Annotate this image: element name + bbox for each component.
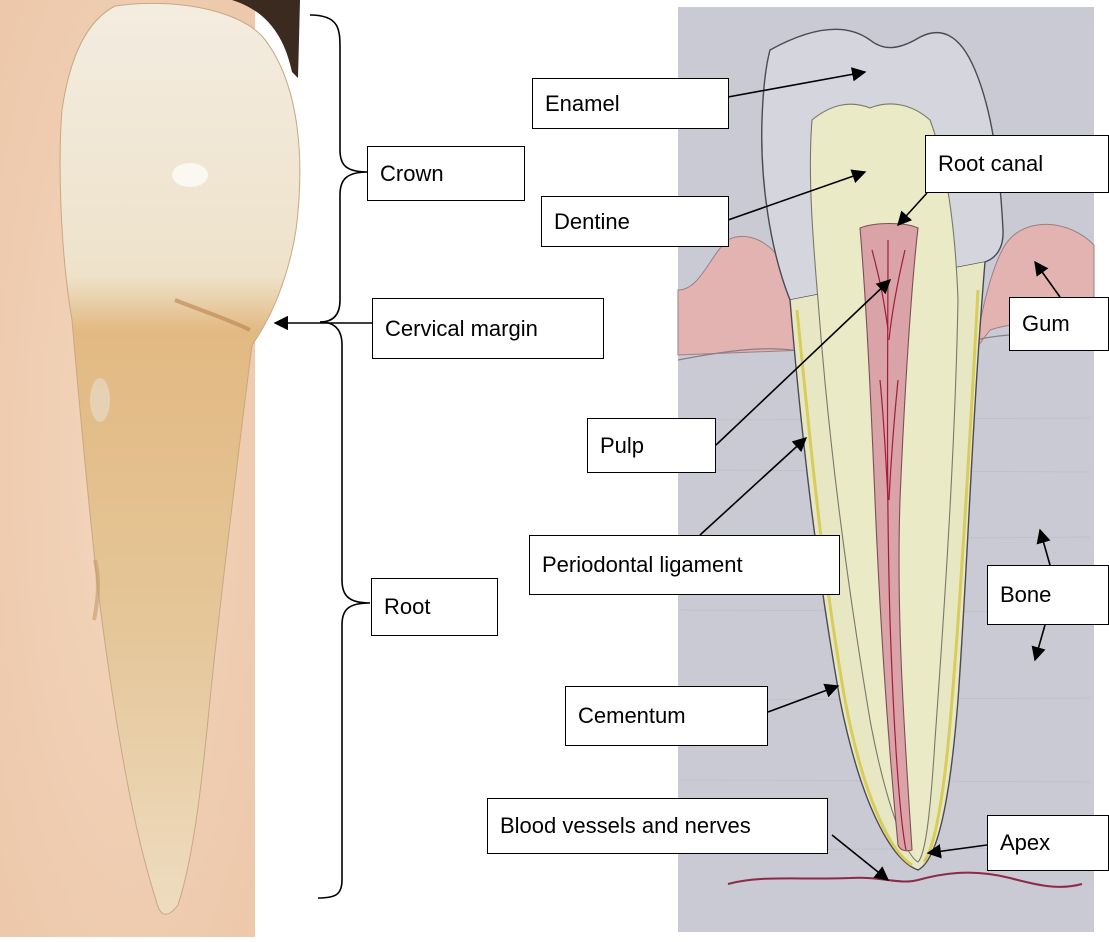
- label-bone: Bone: [987, 565, 1109, 625]
- label-dentine: Dentine: [541, 196, 729, 247]
- label-root: Root: [371, 578, 498, 636]
- label-gum: Gum: [1009, 297, 1109, 351]
- label-periodontal-ligament: Periodontal ligament: [529, 535, 840, 595]
- label-root-canal: Root canal: [925, 135, 1109, 193]
- label-enamel: Enamel: [532, 78, 729, 129]
- label-apex: Apex: [987, 815, 1109, 871]
- label-cervical-margin: Cervical margin: [372, 298, 604, 359]
- label-pulp: Pulp: [587, 418, 716, 473]
- label-crown: Crown: [367, 146, 525, 201]
- label-cementum: Cementum: [565, 686, 768, 746]
- tooth-photo: [0, 0, 355, 937]
- label-blood-vessels-and-nerves: Blood vessels and nerves: [487, 798, 828, 854]
